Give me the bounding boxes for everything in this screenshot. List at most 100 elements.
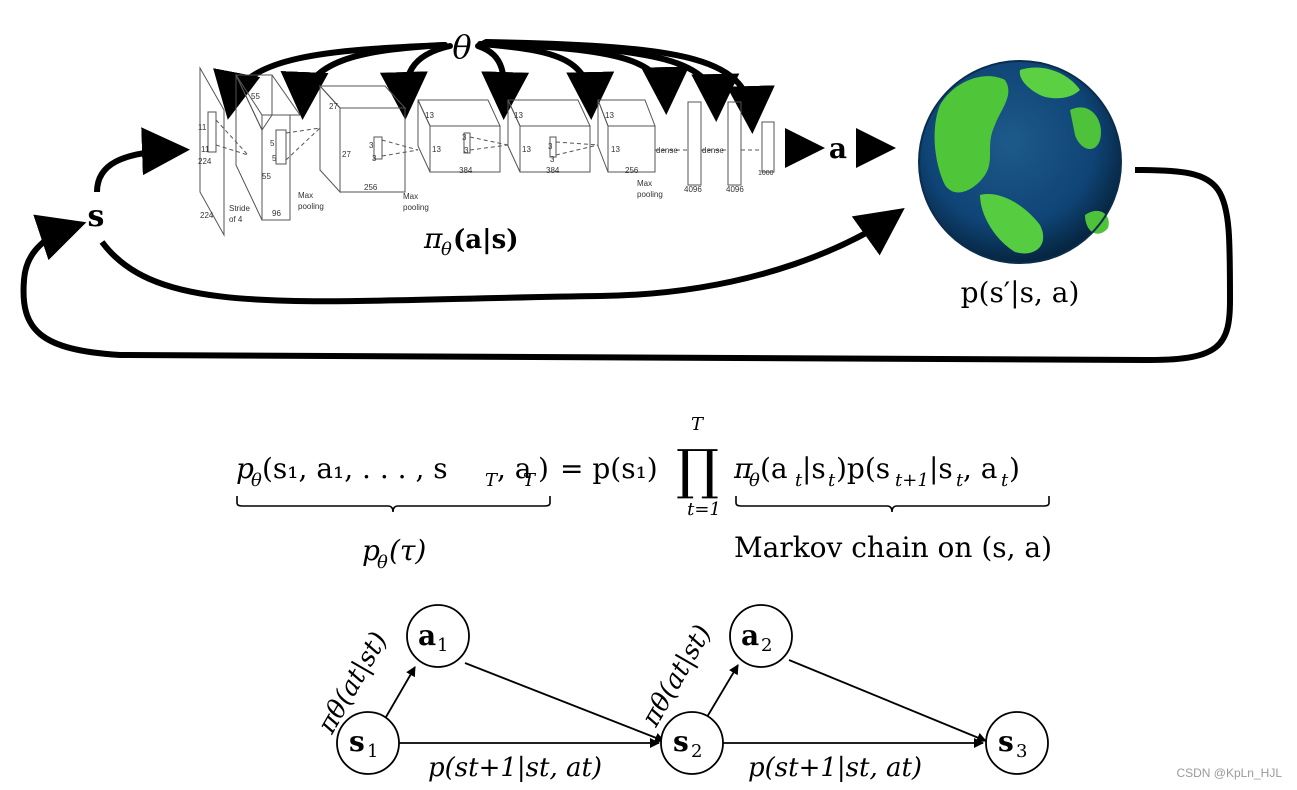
state-label: s: [88, 199, 105, 234]
policy-label: π θ (a|s): [423, 222, 519, 260]
svg-text:pooling: pooling: [298, 202, 324, 211]
svg-text:55: 55: [262, 172, 271, 181]
node-a2: a 2: [729, 604, 793, 668]
svg-text:θ: θ: [251, 470, 262, 491]
state-to-network-arrow: [94, 127, 190, 193]
svg-text:): ): [538, 452, 549, 485]
svg-text:384: 384: [459, 166, 473, 175]
svg-text:s: s: [998, 725, 1014, 758]
svg-text:= p(s₁): = p(s₁): [560, 452, 658, 485]
svg-text:5: 5: [272, 154, 277, 163]
svg-text:1: 1: [367, 741, 378, 762]
svg-text:Stride: Stride: [229, 204, 250, 213]
svg-text:384: 384: [546, 166, 560, 175]
svg-text:224: 224: [200, 211, 214, 220]
svg-text:11: 11: [201, 145, 210, 154]
svg-text:s: s: [349, 725, 365, 758]
theta-arrows: [213, 39, 775, 134]
svg-text:3: 3: [548, 142, 553, 151]
svg-text:t: t: [956, 470, 964, 491]
state-to-environment-arrow: [99, 208, 905, 305]
underbraces: [236, 496, 1050, 513]
svg-text:∏: ∏: [676, 438, 719, 501]
svg-text:t: t: [828, 470, 836, 491]
svg-text:4096: 4096: [726, 185, 744, 194]
svg-text:13: 13: [514, 111, 523, 120]
svg-text:s: s: [673, 725, 689, 758]
svg-text:256: 256: [625, 166, 639, 175]
svg-text:13: 13: [605, 111, 614, 120]
svg-text:4096: 4096: [684, 185, 702, 194]
svg-text:T: T: [485, 470, 499, 491]
transition-edge-label-1: p(st+1|st, at): [428, 753, 602, 783]
svg-text:3: 3: [372, 154, 377, 163]
svg-text:dense: dense: [702, 146, 724, 155]
svg-text:θ: θ: [441, 239, 452, 260]
svg-text:π: π: [733, 452, 753, 485]
svg-text:3: 3: [369, 141, 374, 150]
action-label: a: [829, 132, 847, 165]
svg-text:27: 27: [342, 150, 351, 159]
svg-text:13: 13: [425, 111, 434, 120]
svg-text:pooling: pooling: [403, 203, 429, 212]
svg-text:p: p: [362, 534, 380, 567]
svg-text:a: a: [418, 619, 436, 652]
svg-text:11: 11: [198, 123, 207, 132]
environment-to-state-arrow: [20, 167, 1234, 364]
svg-text:a: a: [741, 619, 759, 652]
svg-text:(a|s): (a|s): [453, 225, 519, 255]
svg-text:3: 3: [462, 133, 467, 142]
right-brace-label: Markov chain on (s, a): [734, 531, 1052, 564]
node-s3: s 3: [985, 711, 1049, 775]
node-s1: s 1: [336, 711, 400, 775]
cnn-labels: 11 11 224 224 Stride of 4 55 55 96 5 5 2…: [198, 92, 774, 224]
theta-label: θ: [452, 28, 471, 66]
svg-text:Max: Max: [637, 179, 652, 188]
svg-text:(τ): (τ): [389, 534, 426, 567]
svg-text:|s: |s: [802, 452, 826, 485]
svg-text:13: 13: [611, 145, 620, 154]
svg-text:of 4: of 4: [229, 215, 243, 224]
svg-text:13: 13: [432, 145, 441, 154]
svg-text:2: 2: [761, 635, 772, 656]
svg-text:t+1: t+1: [895, 470, 929, 491]
watermark: CSDN @KpLn_HJL: [1176, 766, 1282, 780]
left-brace-label: p θ (τ): [362, 534, 426, 573]
svg-text:2: 2: [691, 741, 702, 762]
svg-text:3: 3: [550, 155, 555, 164]
svg-text:(s₁, a₁, . . . , s: (s₁, a₁, . . . , s: [262, 452, 448, 485]
svg-text:t=1: t=1: [687, 499, 721, 520]
svg-text:|s: |s: [929, 452, 953, 485]
svg-text:3: 3: [1016, 741, 1027, 762]
svg-text:p: p: [236, 452, 254, 485]
svg-text:, a: , a: [497, 452, 532, 485]
svg-text:1: 1: [437, 635, 448, 656]
svg-text:55: 55: [251, 92, 260, 101]
svg-text:π: π: [423, 222, 443, 255]
node-s2: s 2: [660, 711, 724, 775]
svg-text:27: 27: [329, 102, 338, 111]
svg-text:t: t: [795, 470, 803, 491]
svg-text:dense: dense: [656, 146, 678, 155]
svg-text:)p(s: )p(s: [836, 452, 890, 485]
svg-text:t: t: [1001, 470, 1009, 491]
transition-edge-label-2: p(st+1|st, at): [748, 753, 922, 783]
svg-text:1000: 1000: [758, 170, 774, 177]
svg-text:): ): [1009, 452, 1020, 485]
svg-text:Max: Max: [298, 191, 313, 200]
earth-icon: [918, 60, 1122, 264]
dynamics-label: p(s′|s, a): [961, 276, 1080, 309]
trajectory-equation: p θ (s₁, a₁, . . . , s T , a T ) = p(s₁)…: [236, 414, 1020, 520]
svg-text:5: 5: [270, 139, 275, 148]
svg-text:(a: (a: [760, 452, 788, 485]
markov-graph: [385, 659, 987, 748]
svg-text:Max: Max: [403, 192, 418, 201]
svg-text:θ: θ: [377, 552, 388, 573]
svg-text:T: T: [523, 470, 537, 491]
svg-text:3: 3: [464, 146, 469, 155]
cnn-network: [199, 66, 775, 237]
svg-text:T: T: [691, 414, 705, 435]
svg-text:96: 96: [272, 209, 281, 218]
